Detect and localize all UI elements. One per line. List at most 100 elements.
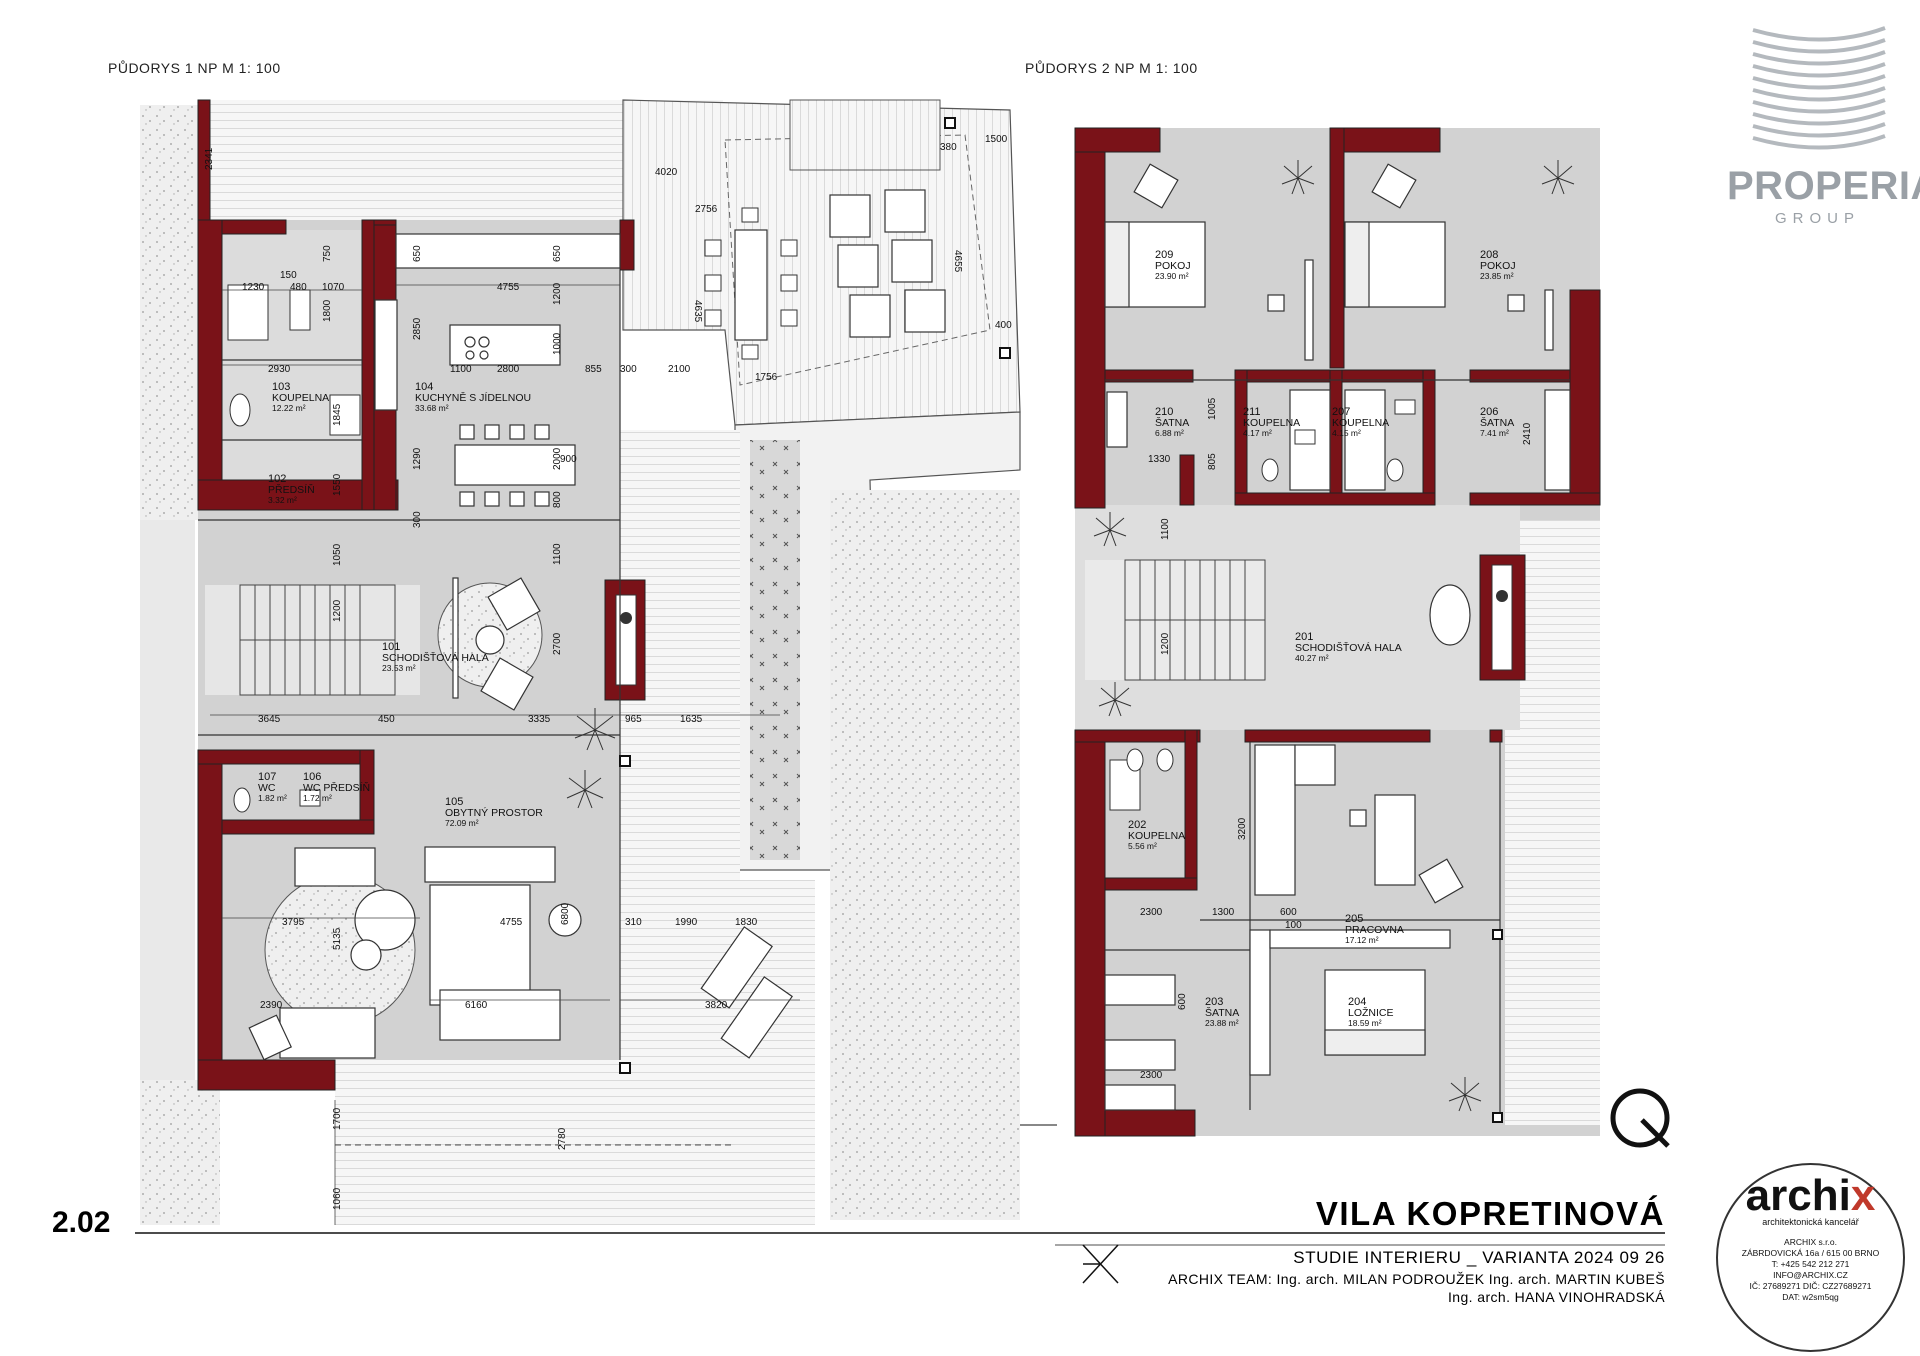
fireplace-2np	[1491, 564, 1513, 671]
dimension-label: 1300	[1212, 907, 1235, 918]
room-area: 17.12 m²	[1345, 935, 1379, 945]
team-line-1: ARCHIX TEAM: Ing. arch. MILAN PODROUŽEK …	[1168, 1271, 1665, 1287]
room-number: 207	[1332, 406, 1350, 418]
dimension-label: 2800	[497, 364, 520, 375]
dimension-label: 1330	[1148, 454, 1171, 465]
column-markers-2np	[1492, 929, 1503, 1123]
room-number: 107	[258, 771, 276, 783]
dimension-label: 900	[560, 454, 577, 465]
fireplace-2np-icon	[1496, 590, 1508, 602]
partitions-1np	[198, 270, 621, 1060]
archix-detail-line: DAT: w2sm5qg	[1782, 1292, 1839, 1302]
hall-seat	[1429, 584, 1471, 646]
plant-icons-1np	[566, 708, 616, 809]
dimension-label: 2341	[204, 147, 215, 170]
outdoor-lounge	[829, 189, 946, 338]
fireplace-icon	[620, 612, 632, 624]
dimension-label: 310	[625, 917, 642, 928]
dimension-label: 3820	[705, 1000, 728, 1011]
room-area: 72.09 m²	[445, 818, 479, 828]
room-name: POKOJ	[1480, 260, 1516, 272]
dimension-label: 1290	[412, 447, 423, 470]
room-name: SCHODIŠŤOVÁ HALA	[382, 651, 489, 664]
room-number: 104	[415, 381, 433, 393]
dimension-label: 650	[552, 245, 563, 262]
room-area: 5.56 m²	[1128, 841, 1157, 851]
room-area: 6.88 m²	[1155, 428, 1184, 438]
plan-1np-header: PŮDORYS 1 NP M 1: 100	[108, 60, 281, 76]
dimension-label: 805	[1207, 453, 1218, 470]
dimension-label: 1200	[552, 282, 563, 305]
archix-logo-x: x	[1850, 1171, 1876, 1220]
room-number: 103	[272, 381, 290, 393]
archix-logo: archix	[1718, 1173, 1903, 1219]
archix-detail-line: INFO@ARCHIX.CZ	[1773, 1270, 1848, 1280]
properia-name: PROPERIA	[1727, 164, 1920, 208]
room-name: PRACOVNA	[1345, 924, 1404, 936]
room-area: 4.15 m²	[1332, 428, 1361, 438]
dimension-label: 1050	[332, 543, 343, 566]
room-number: 201	[1295, 631, 1313, 643]
plant-icons-2np	[1093, 160, 1575, 1112]
room-area: 1.82 m²	[258, 793, 287, 803]
dimension-label: 3335	[528, 714, 551, 725]
dimension-label: 4755	[497, 282, 520, 293]
dimension-label: 2930	[268, 364, 291, 375]
room-number: 204	[1348, 996, 1366, 1008]
dimension-label: 1990	[675, 917, 698, 928]
ground-west-strip	[140, 520, 195, 1080]
column-markers	[619, 117, 1011, 1074]
dimension-label: 750	[322, 245, 333, 262]
living-furniture	[248, 577, 582, 1061]
outdoor-table	[734, 229, 768, 341]
room-area: 23.85 m²	[1480, 271, 1514, 281]
room-number: 101	[382, 641, 400, 653]
dimension-label: 2850	[412, 317, 423, 340]
dimension-lines-1np	[210, 284, 800, 1225]
dimension-label: 3795	[282, 917, 305, 928]
dimension-label: 4020	[655, 167, 678, 178]
wc-fixtures-1np	[233, 787, 321, 813]
dimension-label: 1000	[552, 332, 563, 355]
room-area: 1.72 m²	[303, 793, 332, 803]
dimension-label: 480	[290, 282, 307, 293]
dimension-label: 800	[552, 491, 563, 508]
room-name: KOUPELNA	[1332, 417, 1389, 429]
archix-detail-line: ARCHIX s.r.o.	[1784, 1237, 1837, 1247]
dimension-label: 4635	[692, 300, 703, 323]
room-name: KUCHYNĚ S JÍDELNOU	[415, 391, 531, 404]
dimension-label: 1100	[450, 364, 472, 375]
dimension-label: 3645	[258, 714, 281, 725]
archix-details: ARCHIX s.r.o.ZÁBRDOVICKÁ 16a / 615 00 BR…	[1718, 1237, 1903, 1303]
sheet-number: 2.02	[52, 1206, 110, 1239]
dimension-label: 2756	[695, 204, 718, 215]
properia-logo: PROPERIA GROUP	[1725, 20, 1920, 227]
dimension-label: 300	[412, 511, 423, 528]
dimension-label: 1700	[332, 1107, 343, 1130]
dimension-label: 3200	[1237, 817, 1248, 840]
archix-detail-line: T: +425 542 212 271	[1771, 1259, 1850, 1269]
archix-detail-line: IČ: 27689271 DIČ: CZ27689271	[1749, 1281, 1872, 1291]
dimension-label: 1845	[332, 403, 343, 426]
side-table	[350, 939, 382, 971]
dimension-label: 1005	[1207, 397, 1218, 420]
dimension-label: 2100	[668, 364, 691, 375]
dimension-label: 965	[625, 714, 642, 725]
stair-2np	[1124, 559, 1266, 681]
dimension-label: 2780	[557, 1127, 568, 1150]
team-line-2: Ing. arch. HANA VINOHRADSKÁ	[1448, 1289, 1665, 1305]
dimension-label: 1800	[322, 299, 333, 322]
dimension-label: 2390	[260, 1000, 283, 1011]
room-name: POKOJ	[1155, 260, 1191, 272]
properia-wave-icon	[1752, 26, 1886, 150]
dimension-label: 450	[378, 714, 395, 725]
dimension-label: 1070	[322, 282, 345, 293]
dimension-label: 1635	[680, 714, 703, 725]
room-area: 18.59 m²	[1348, 1018, 1382, 1028]
dimension-label: 1830	[735, 917, 758, 928]
